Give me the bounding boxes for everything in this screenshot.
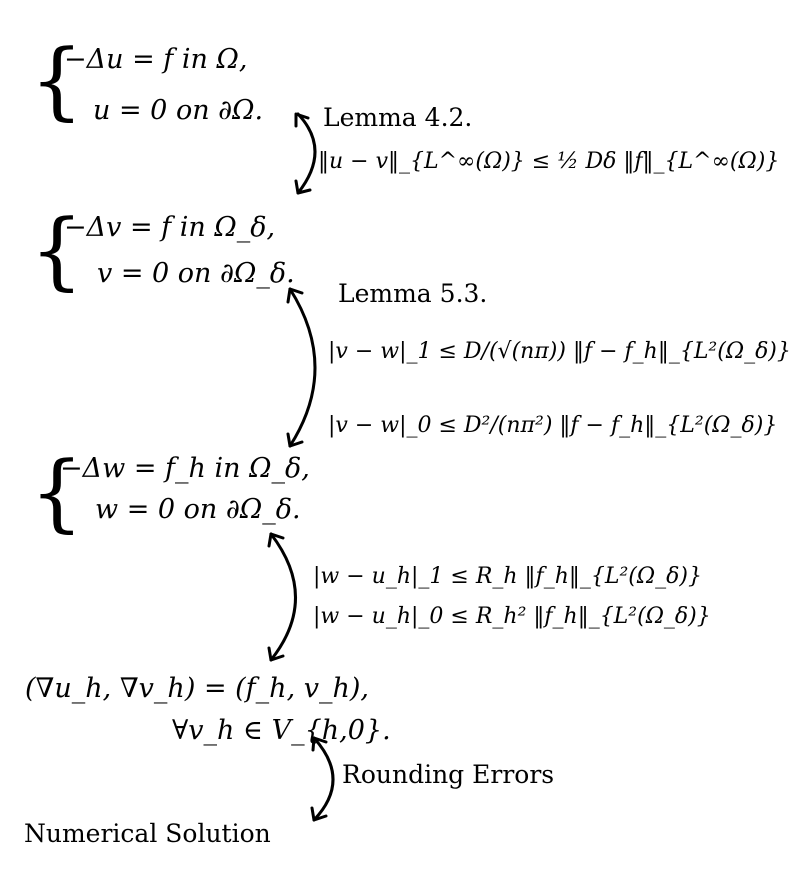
problem-2-line-2: v = 0 on ∂Ω_δ. <box>97 258 295 289</box>
link-1-estimate-1: ‖u − v‖_{L^∞(Ω)} ≤ ½ Dδ ‖f‖_{L^∞(Ω)} <box>318 149 780 174</box>
link-2-estimate-2: |v − w|_0 ≤ D²/(nπ²) ‖f − f_h‖_{L²(Ω_δ)} <box>328 413 778 438</box>
arrow-rounding-errors <box>310 736 335 822</box>
problem-3-line-1: −Δw = f_h in Ω_δ, <box>60 453 310 484</box>
problem-2-line-1: −Δv = f in Ω_δ, <box>64 212 276 243</box>
arrow-lemma-5-3 <box>286 287 317 448</box>
link-2-estimate-1: |v − w|_1 ≤ D/(√(nπ)) ‖f − f_h‖_{L²(Ω_δ)… <box>328 339 791 364</box>
link-1-label: Lemma 4.2. <box>323 103 473 132</box>
arrow-lemma-4-2 <box>294 112 317 195</box>
problem-1-line-2: u = 0 on ∂Ω. <box>93 95 264 126</box>
link-2-label: Lemma 5.3. <box>338 279 488 308</box>
problem-4-line-1: (∇u_h, ∇v_h) = (f_h, v_h), <box>25 673 369 704</box>
problem-3-line-2: w = 0 on ∂Ω_δ. <box>95 494 301 525</box>
brace-problem-2: { <box>30 201 84 299</box>
final-numerical-solution: Numerical Solution <box>24 819 271 848</box>
link-3-estimate-1: |w − u_h|_1 ≤ R_h ‖f_h‖_{L²(Ω_δ)} <box>313 564 702 589</box>
brace-problem-1: { <box>30 31 84 129</box>
problem-1-line-1: −Δu = f in Ω, <box>64 44 248 75</box>
problem-4-line-2: ∀v_h ∈ V_{h,0}. <box>172 715 391 746</box>
link-4-label: Rounding Errors <box>342 760 555 789</box>
link-3-estimate-2: |w − u_h|_0 ≤ R_h² ‖f_h‖_{L²(Ω_δ)} <box>313 604 711 629</box>
arrow-discretization <box>267 532 297 662</box>
brace-problem-3: { <box>30 443 84 541</box>
